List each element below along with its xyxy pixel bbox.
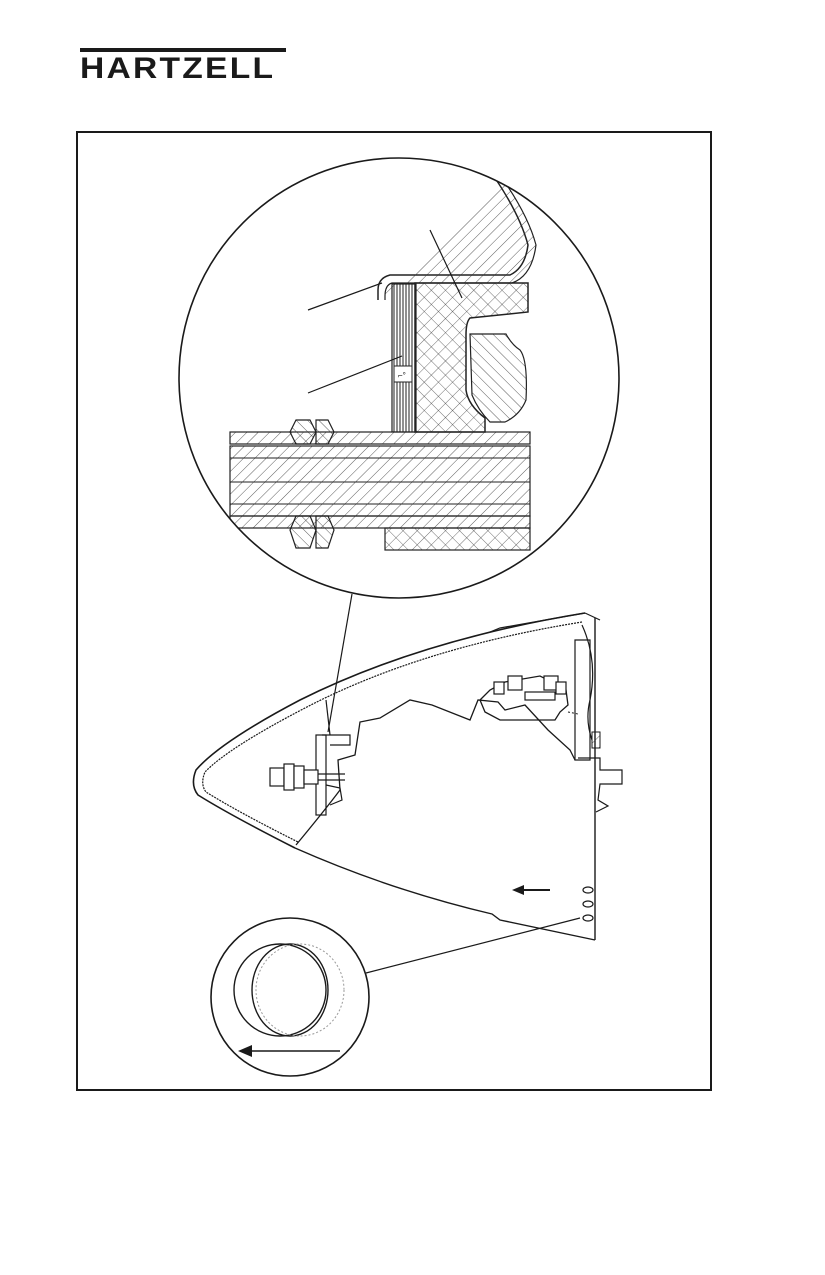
hartzell-logo: HARTZELL <box>80 48 286 86</box>
spinner-dome <box>192 612 623 974</box>
detail-alignment-view <box>210 917 370 1077</box>
svg-text:⌐°: ⌐° <box>398 371 406 380</box>
figure-frame <box>76 131 712 1091</box>
bulkhead-fasteners <box>269 763 345 806</box>
logo-bar <box>80 48 286 52</box>
brand-name: HARTZELL <box>80 52 276 85</box>
detail-magnified-section: ⌐° <box>178 157 620 733</box>
